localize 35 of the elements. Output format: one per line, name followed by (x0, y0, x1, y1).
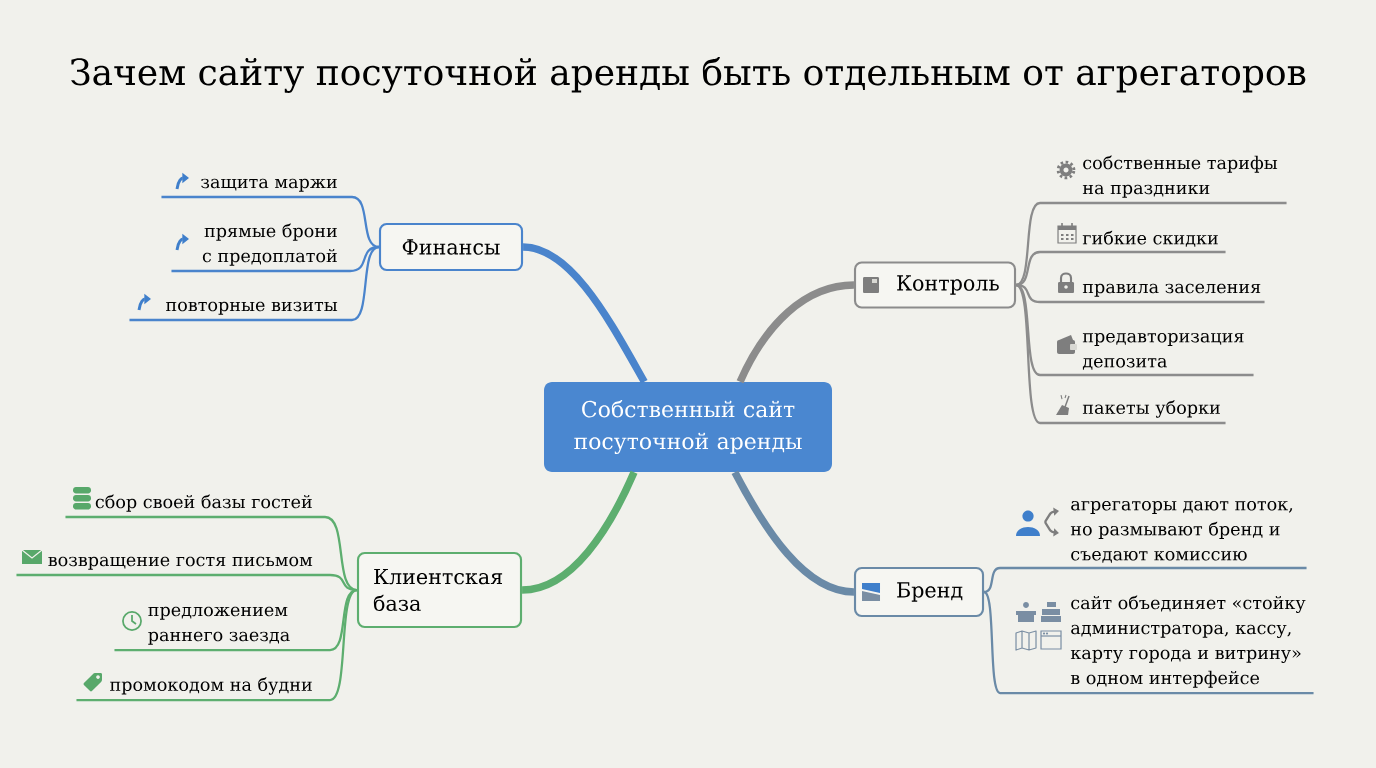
topic-box: Бренд (853, 566, 985, 618)
leaf-text: предложением раннего заезда (148, 606, 290, 645)
branch-line (736, 281, 855, 384)
branch-line (522, 243, 648, 384)
central-box: Собственный сайт посуточной аренды (544, 382, 832, 472)
connector-line (16, 573, 357, 592)
leaf-text: предавторизация депозита (1082, 332, 1244, 370)
leaf-text: пакеты уборки (1082, 400, 1220, 418)
leaf-text: гибкие скидки (1082, 230, 1218, 247)
connector-line (1015, 283, 1254, 377)
connector-line (129, 245, 380, 322)
leaf-text: повторные визиты (166, 301, 338, 315)
leaf-text: правила заселения (1082, 283, 1261, 297)
topic-box: Финансы (378, 222, 524, 272)
connector-line (983, 591, 1314, 695)
connector-line (1016, 283, 1265, 304)
branch-line (521, 470, 638, 594)
leaf-text: возвращение гостя письмом (48, 556, 313, 570)
topic-box: Контроль (853, 261, 1017, 309)
title: Зачем сайту посуточной аренды быть отдельным от агрегаторов (71, 57, 1306, 93)
branch-line (731, 470, 855, 596)
connector-line (161, 195, 380, 249)
leaf-text: сайт объединяет «стойку администратора, кассу, карту города и витрину» в одном интерфейсе (1070, 595, 1306, 688)
leaf-text: промокодом на будни (110, 677, 312, 695)
leaf-text: собственные тарифы на праздники (1082, 155, 1278, 198)
leaf-text: агрегаторы дают поток, но размывают бренд и съедают комиссию (1070, 500, 1293, 563)
leaf-text: сбор своей базы гостей (95, 494, 312, 512)
leaf-text: защита маржи (201, 178, 337, 192)
connector-line (1015, 284, 1226, 425)
connector-line (1015, 201, 1287, 287)
topic-box: Клиентская база (356, 551, 523, 629)
connector-line (65, 515, 358, 592)
leaf-text: прямые брони с предоплатой (202, 223, 337, 266)
connector-line (76, 589, 358, 702)
connector-line (983, 566, 1307, 594)
